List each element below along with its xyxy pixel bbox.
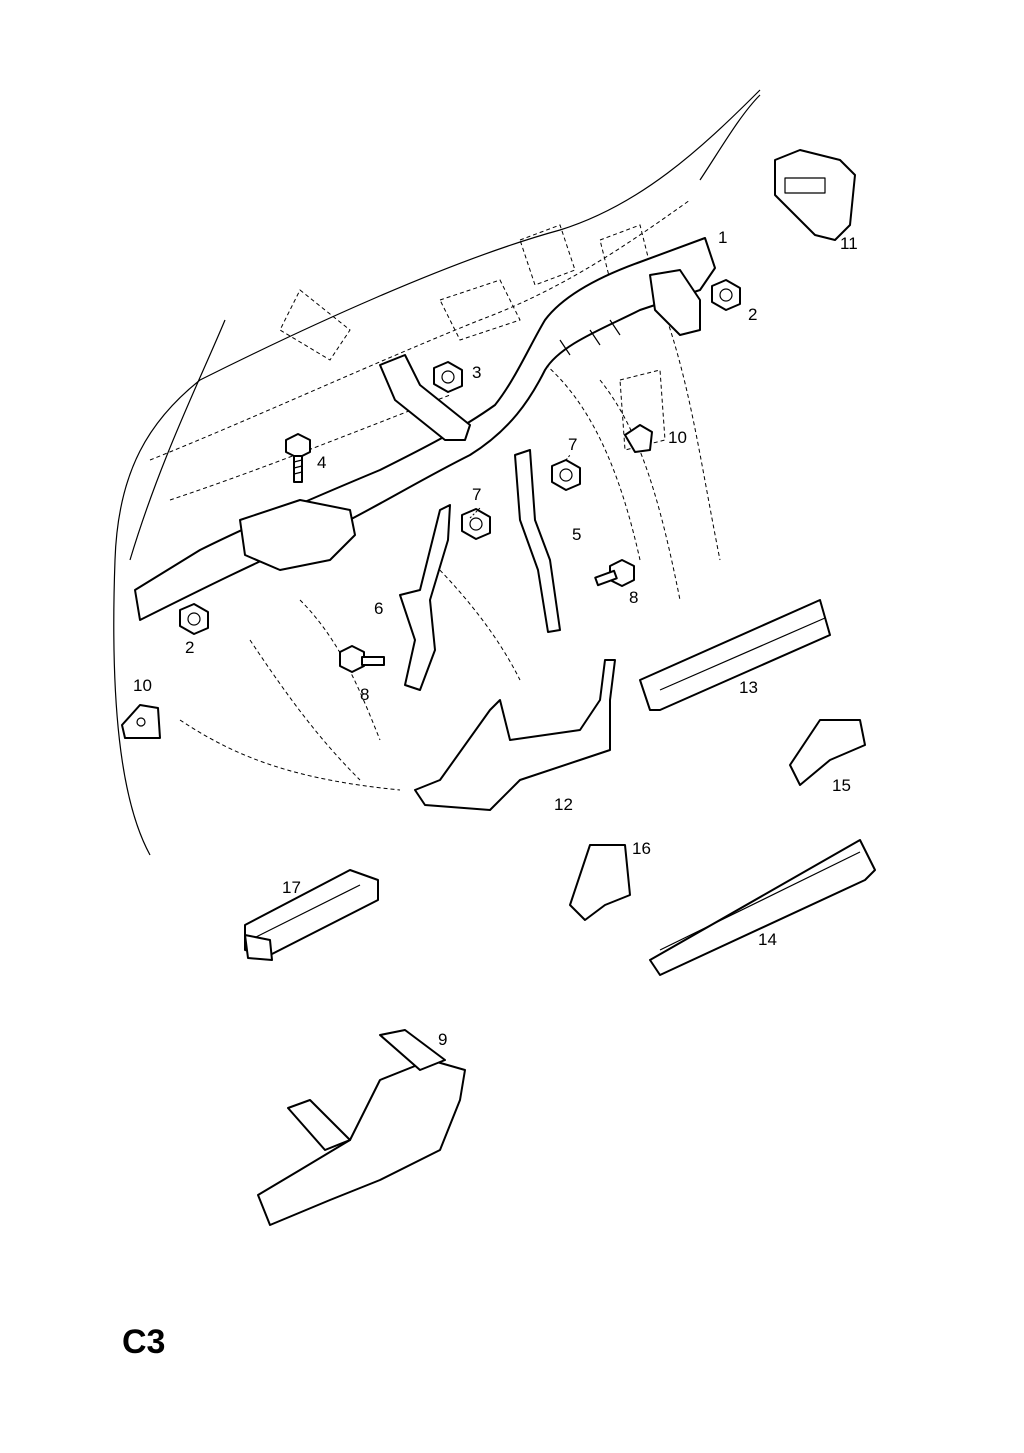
callout-8-right: 8 — [629, 588, 638, 607]
callout-13: 13 — [739, 678, 758, 697]
center-support-frame — [414, 659, 616, 811]
bolt-8b — [339, 645, 385, 673]
long-rail-14 — [649, 839, 876, 976]
callout-6: 6 — [374, 599, 383, 618]
trim-strip-17 — [244, 869, 379, 961]
callout-14: 14 — [758, 930, 777, 949]
callout-10-right: 10 — [668, 428, 687, 447]
callout-2-left: 2 — [185, 638, 194, 657]
callout-2-right: 2 — [748, 305, 757, 324]
reinforcement-rail-13 — [639, 599, 831, 711]
bolt-4 — [285, 433, 311, 483]
clip-10-right — [624, 424, 653, 453]
small-bracket-15 — [789, 719, 866, 786]
clip-10-left — [121, 704, 161, 739]
leader-lines — [469, 454, 571, 519]
hex-nut-7b — [551, 459, 581, 491]
callout-3: 3 — [472, 363, 481, 382]
callout-17: 17 — [282, 878, 301, 897]
bolt-8a — [594, 559, 635, 587]
vertical-bracket-5 — [514, 449, 561, 633]
callout-15: 15 — [832, 776, 851, 795]
callout-9: 9 — [438, 1030, 447, 1049]
hex-nut-left — [179, 603, 209, 635]
cross-car-beam — [134, 237, 716, 621]
corner-bracket-11 — [774, 149, 856, 241]
bracket-6 — [399, 504, 451, 691]
section-code: C3 — [122, 1323, 165, 1361]
callout-12: 12 — [554, 795, 573, 814]
callout-11: 11 — [840, 234, 858, 253]
callout-16: 16 — [632, 839, 651, 858]
vehicle-body-outline — [113, 89, 761, 856]
callout-7-left: 7 — [472, 485, 481, 504]
small-bracket-16 — [569, 844, 631, 921]
callout-7-right: 7 — [568, 435, 577, 454]
callout-labels: 1 2 2 3 4 5 6 7 7 8 8 9 10 10 11 12 13 1… — [133, 228, 858, 1049]
callout-5: 5 — [572, 525, 581, 544]
hex-nut-7a — [461, 508, 491, 540]
hex-nut-3 — [433, 361, 463, 393]
hex-nut-right — [711, 279, 741, 311]
callout-1: 1 — [718, 228, 727, 247]
callout-8-left: 8 — [360, 685, 369, 704]
callout-4: 4 — [317, 453, 326, 472]
callout-10-left: 10 — [133, 676, 152, 695]
strap-bracket — [379, 354, 471, 441]
lower-support-bracket — [257, 1029, 466, 1226]
